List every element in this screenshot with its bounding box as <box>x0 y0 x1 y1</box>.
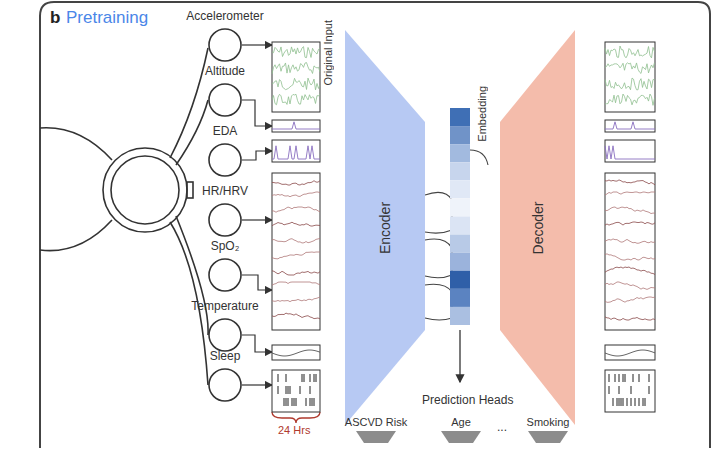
sensor-circle: Sleep <box>208 368 242 402</box>
vector-label: Embedding <box>476 86 488 142</box>
prediction-head: Age <box>441 431 481 443</box>
watch <box>40 48 208 385</box>
sensor-label: Accelerometer <box>186 9 263 23</box>
sensor-label: SpO₂ <box>211 239 240 253</box>
input-label: Original Input <box>322 20 334 85</box>
prediction-head: Smoking <box>528 431 568 443</box>
sensor-label: EDA <box>213 124 238 138</box>
wire <box>242 45 272 385</box>
frame <box>40 2 710 448</box>
sensor-circle: SpO₂ <box>208 258 242 292</box>
panel-letter: b <box>50 8 60 28</box>
block-label: Encoder <box>377 201 393 253</box>
duration-label: 24 Hrs <box>278 424 310 436</box>
hand <box>425 150 488 320</box>
head-label: Smoking <box>527 416 570 428</box>
sensor-label: HR/HRV <box>202 184 248 198</box>
sensor-circle: HR/HRV <box>208 203 242 237</box>
head-label: ASCVD Risk <box>345 416 407 428</box>
prediction-head: ASCVD Risk <box>356 431 396 443</box>
sensor-circle: Altitude <box>208 83 242 117</box>
sensor-circle: EDA <box>208 143 242 177</box>
decoder-block: Decoder <box>500 30 575 425</box>
arrow <box>459 330 460 382</box>
ellipsis: ... <box>497 420 507 434</box>
sensor-circle: Temperature <box>208 318 242 352</box>
sensor-circle: Accelerometer <box>208 28 242 62</box>
embedding-vector: Embedding <box>450 108 470 325</box>
signal-plots <box>272 42 655 412</box>
sensor-label: Altitude <box>205 64 245 78</box>
figure-title: Pretraining <box>66 8 148 28</box>
heads-label: Prediction Heads <box>422 393 513 407</box>
sensor-label: Sleep <box>210 349 241 363</box>
head-label: Age <box>451 416 471 428</box>
sensor-label: Temperature <box>191 299 258 313</box>
block-label: Decoder <box>530 201 546 254</box>
brace <box>272 412 320 423</box>
encoder-block: Encoder <box>345 30 425 425</box>
